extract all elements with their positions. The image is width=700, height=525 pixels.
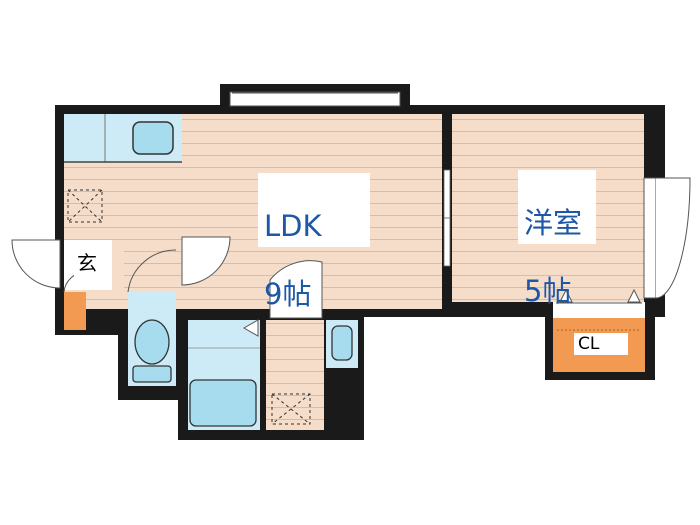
ldk-name: LDK	[264, 209, 322, 243]
shoe-box	[64, 292, 86, 330]
entrance-step	[112, 240, 124, 290]
hall-door-swing	[181, 236, 231, 286]
closet-label: CL	[574, 333, 628, 355]
entrance-door-swing	[11, 239, 61, 289]
ldk-label: LDK 9帖	[258, 173, 370, 311]
washroom-door-swing	[269, 260, 323, 319]
ldk-size: 9帖	[264, 277, 312, 311]
washroom-floor	[266, 320, 324, 430]
kitchen-sink	[132, 121, 174, 155]
top-window-bay	[229, 91, 401, 107]
western-room-label: 洋室 5帖	[518, 170, 596, 308]
hall-floor	[126, 240, 180, 292]
washing-machine-space	[271, 393, 311, 425]
fridge-space	[67, 189, 103, 223]
toilet-bowl	[132, 319, 172, 383]
closet-doors	[556, 288, 642, 304]
bathtub	[189, 379, 257, 427]
right-window	[643, 177, 691, 299]
western-room-name: 洋室	[524, 206, 583, 240]
vanity-sink	[331, 325, 353, 361]
western-room-size: 5帖	[524, 274, 572, 308]
entrance-label: 玄	[74, 250, 100, 276]
